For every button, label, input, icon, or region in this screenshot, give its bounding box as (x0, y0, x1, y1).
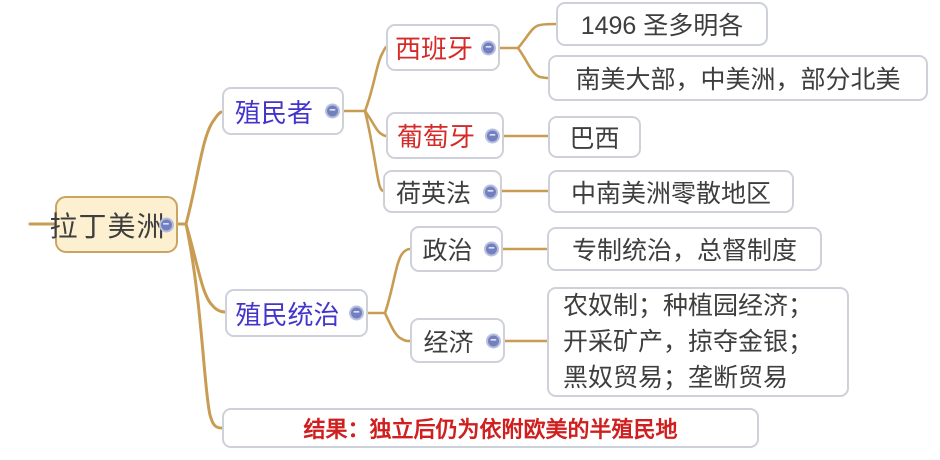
node-spain-area[interactable]: 南美大部，中美洲，部分北美 (548, 55, 928, 101)
node-economy-detail-line1: 农奴制；种植园经济； (563, 292, 814, 320)
node-root-label: 拉丁美洲 (49, 210, 166, 242)
node-result[interactable]: 结果：独立后仍为依附欧美的半殖民地 (222, 408, 759, 448)
node-spain-area-label: 南美大部，中美洲，部分北美 (575, 66, 901, 94)
node-dutch-area[interactable]: 中南美洲零散地区 (548, 170, 794, 213)
connector-spain-time (516, 22, 558, 50)
collapse-minus-icon[interactable]: − (159, 217, 174, 232)
node-brazil[interactable]: 巴西 (548, 116, 641, 158)
node-economy-label: 经济 (423, 328, 474, 357)
node-spain-label: 西班牙 (394, 34, 473, 64)
node-colonizers-label: 殖民者 (234, 97, 313, 128)
node-portugal[interactable]: 葡萄牙 − (386, 112, 504, 159)
node-politics-label: 政治 (422, 237, 473, 265)
connector-colonizers-portugal (363, 109, 388, 138)
node-dutch-en-fr-label: 荷英法 (395, 179, 471, 208)
node-politics-detail-label: 专制统治，总督制度 (571, 237, 797, 265)
node-economy-detail-line3: 黑奴贸易；垄断贸易 (563, 364, 789, 392)
collapse-minus-icon[interactable]: − (483, 184, 498, 199)
node-rule[interactable]: 殖民统治 − (225, 289, 368, 337)
connector-rule-politics (383, 247, 412, 315)
connector-root-rule (184, 222, 227, 314)
node-brazil-label: 巴西 (569, 125, 620, 153)
node-result-label: 结果：独立后仍为依附欧美的半殖民地 (303, 417, 678, 442)
node-spain-time[interactable]: 1496 圣多明各 (556, 2, 768, 46)
node-portugal-label: 葡萄牙 (396, 122, 475, 152)
connector-colonizers-spain (363, 45, 388, 113)
node-politics[interactable]: 政治 − (410, 226, 503, 272)
connector-root-colonizers (184, 110, 224, 226)
connector-spain-area (516, 46, 550, 80)
collapse-minus-icon[interactable]: − (485, 128, 500, 143)
collapse-minus-icon[interactable]: − (484, 241, 499, 257)
node-economy-detail[interactable]: 农奴制；种植园经济； 开采矿产，掠夺金银； 黑奴贸易；垄断贸易 (547, 287, 849, 397)
connector-root-result (184, 222, 224, 430)
node-economy-detail-line2: 开采矿产，掠夺金银； (563, 328, 814, 356)
node-rule-label: 殖民统治 (235, 299, 340, 330)
node-spain[interactable]: 西班牙 − (386, 24, 500, 71)
collapse-minus-icon[interactable]: − (325, 103, 340, 119)
node-dutch-en-fr[interactable]: 荷英法 − (383, 170, 502, 213)
node-economy[interactable]: 经济 − (410, 318, 505, 363)
node-colonizers[interactable]: 殖民者 − (222, 87, 344, 135)
node-dutch-area-label: 中南美洲零散地区 (570, 179, 771, 208)
collapse-minus-icon[interactable]: − (481, 40, 496, 55)
node-politics-detail[interactable]: 专制统治，总督制度 (547, 227, 822, 271)
node-root[interactable]: 拉丁美洲 − (50, 196, 178, 253)
connector-rule-economy (383, 311, 412, 343)
node-spain-time-label: 1496 圣多明各 (580, 12, 744, 40)
connector-colonizers-dutch (363, 109, 385, 193)
collapse-minus-icon[interactable]: − (349, 305, 364, 321)
collapse-minus-icon[interactable]: − (486, 333, 501, 348)
